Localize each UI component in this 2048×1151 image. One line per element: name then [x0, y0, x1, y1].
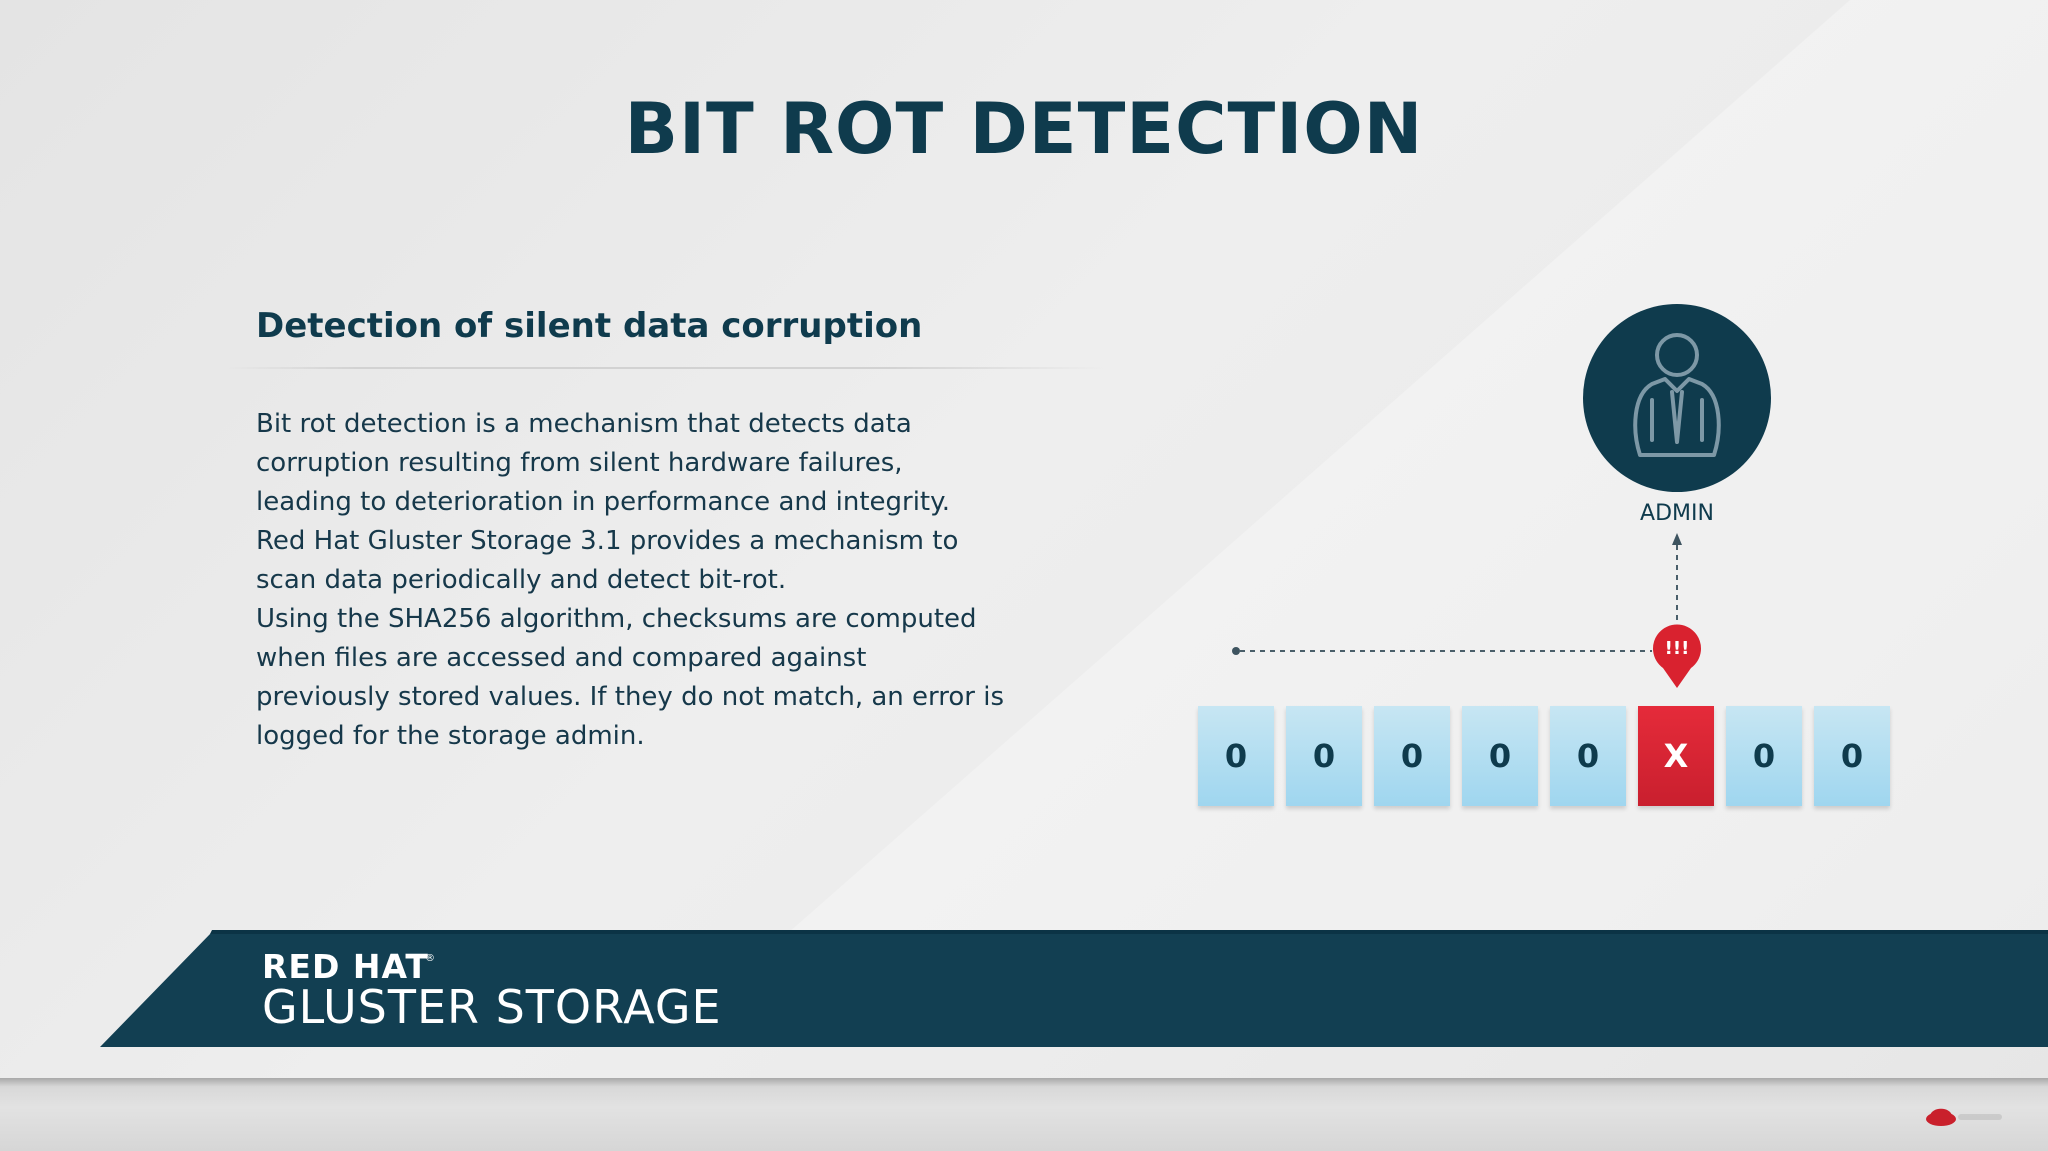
corrupted-bit-cell: X [1638, 706, 1714, 806]
brand-banner [100, 930, 2048, 1047]
body-line: logged for the storage admin. [256, 721, 645, 751]
body-line: previously stored values. If they do not… [256, 682, 1004, 712]
connector-start-dot [1232, 647, 1240, 655]
bit-rot-diagram [1232, 304, 1771, 688]
bit-cell: 0 [1814, 706, 1890, 806]
body-line: Bit rot detection is a mechanism that de… [256, 409, 912, 439]
red-hat-logo-icon [1926, 1108, 2002, 1126]
person-with-tie-icon [1633, 333, 1721, 457]
registered-mark: ® [425, 953, 435, 964]
body-line: when files are accessed and compared aga… [256, 643, 867, 673]
body-line: Using the SHA256 algorithm, checksums ar… [256, 604, 977, 634]
section-subtitle: Detection of silent data corruption [256, 306, 923, 346]
brand-product-name: GLUSTER STORAGE [262, 980, 722, 1034]
body-line: scan data periodically and detect bit-ro… [256, 565, 787, 595]
slide-title: BIT ROT DETECTION [624, 88, 1424, 170]
bit-cell: 0 [1374, 706, 1450, 806]
background-light-wedge [0, 0, 2048, 940]
bit-row: 0 0 0 0 0 X 0 0 [1198, 706, 1890, 806]
bit-cell: 0 [1462, 706, 1538, 806]
body-paragraph: Bit rot detection is a mechanism that de… [256, 405, 1016, 756]
bit-cell: 0 [1726, 706, 1802, 806]
alert-label: !!! [1664, 638, 1690, 659]
bit-cell: 0 [1550, 706, 1626, 806]
alert-pin-icon [1653, 624, 1702, 688]
subtitle-divider [225, 367, 1105, 369]
bit-cell: 0 [1198, 706, 1274, 806]
bit-cell: 0 [1286, 706, 1362, 806]
bottom-band [0, 1078, 2048, 1151]
admin-avatar-circle [1583, 304, 1771, 492]
body-line: corruption resulting from silent hardwar… [256, 448, 903, 478]
admin-label: ADMIN [1640, 501, 1714, 526]
body-line: Red Hat Gluster Storage 3.1 provides a m… [256, 526, 959, 556]
brand-red-hat: RED HAT [262, 947, 429, 986]
arrow-up-icon [1672, 533, 1682, 545]
body-line: leading to deterioration in performance … [256, 487, 951, 517]
